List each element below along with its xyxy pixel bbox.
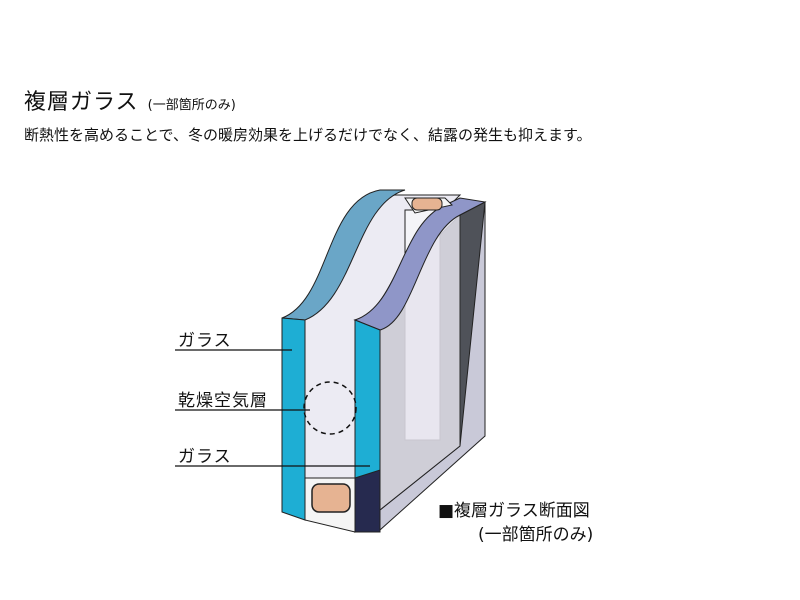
page-subtitle: 断熱性を高めることで、冬の暖房効果を上げるだけでなく、結露の発生も抑えます。 [24,126,592,144]
page-title-note: (一部箇所のみ) [147,98,236,113]
outer-glass-top [281,189,406,321]
diagram-caption: ■複層ガラス断面図 [438,501,590,521]
diagram-caption-note: (一部箇所のみ) [478,525,594,545]
outer-glass-edge [281,317,306,521]
inner-glass-top [353,197,487,331]
label-air-layer: 乾燥空気層 [178,391,268,411]
air-layer-marker [303,381,357,435]
title-row: 複層ガラス (一部箇所のみ) [24,84,236,116]
label-inner-glass: ガラス [178,447,232,467]
bottom-dark-corner [354,469,381,533]
label-outer-glass: ガラス [178,331,232,351]
bottom-spacer-core [311,483,351,513]
page-title: 複層ガラス [24,90,139,115]
top-spacer-core [411,197,443,211]
